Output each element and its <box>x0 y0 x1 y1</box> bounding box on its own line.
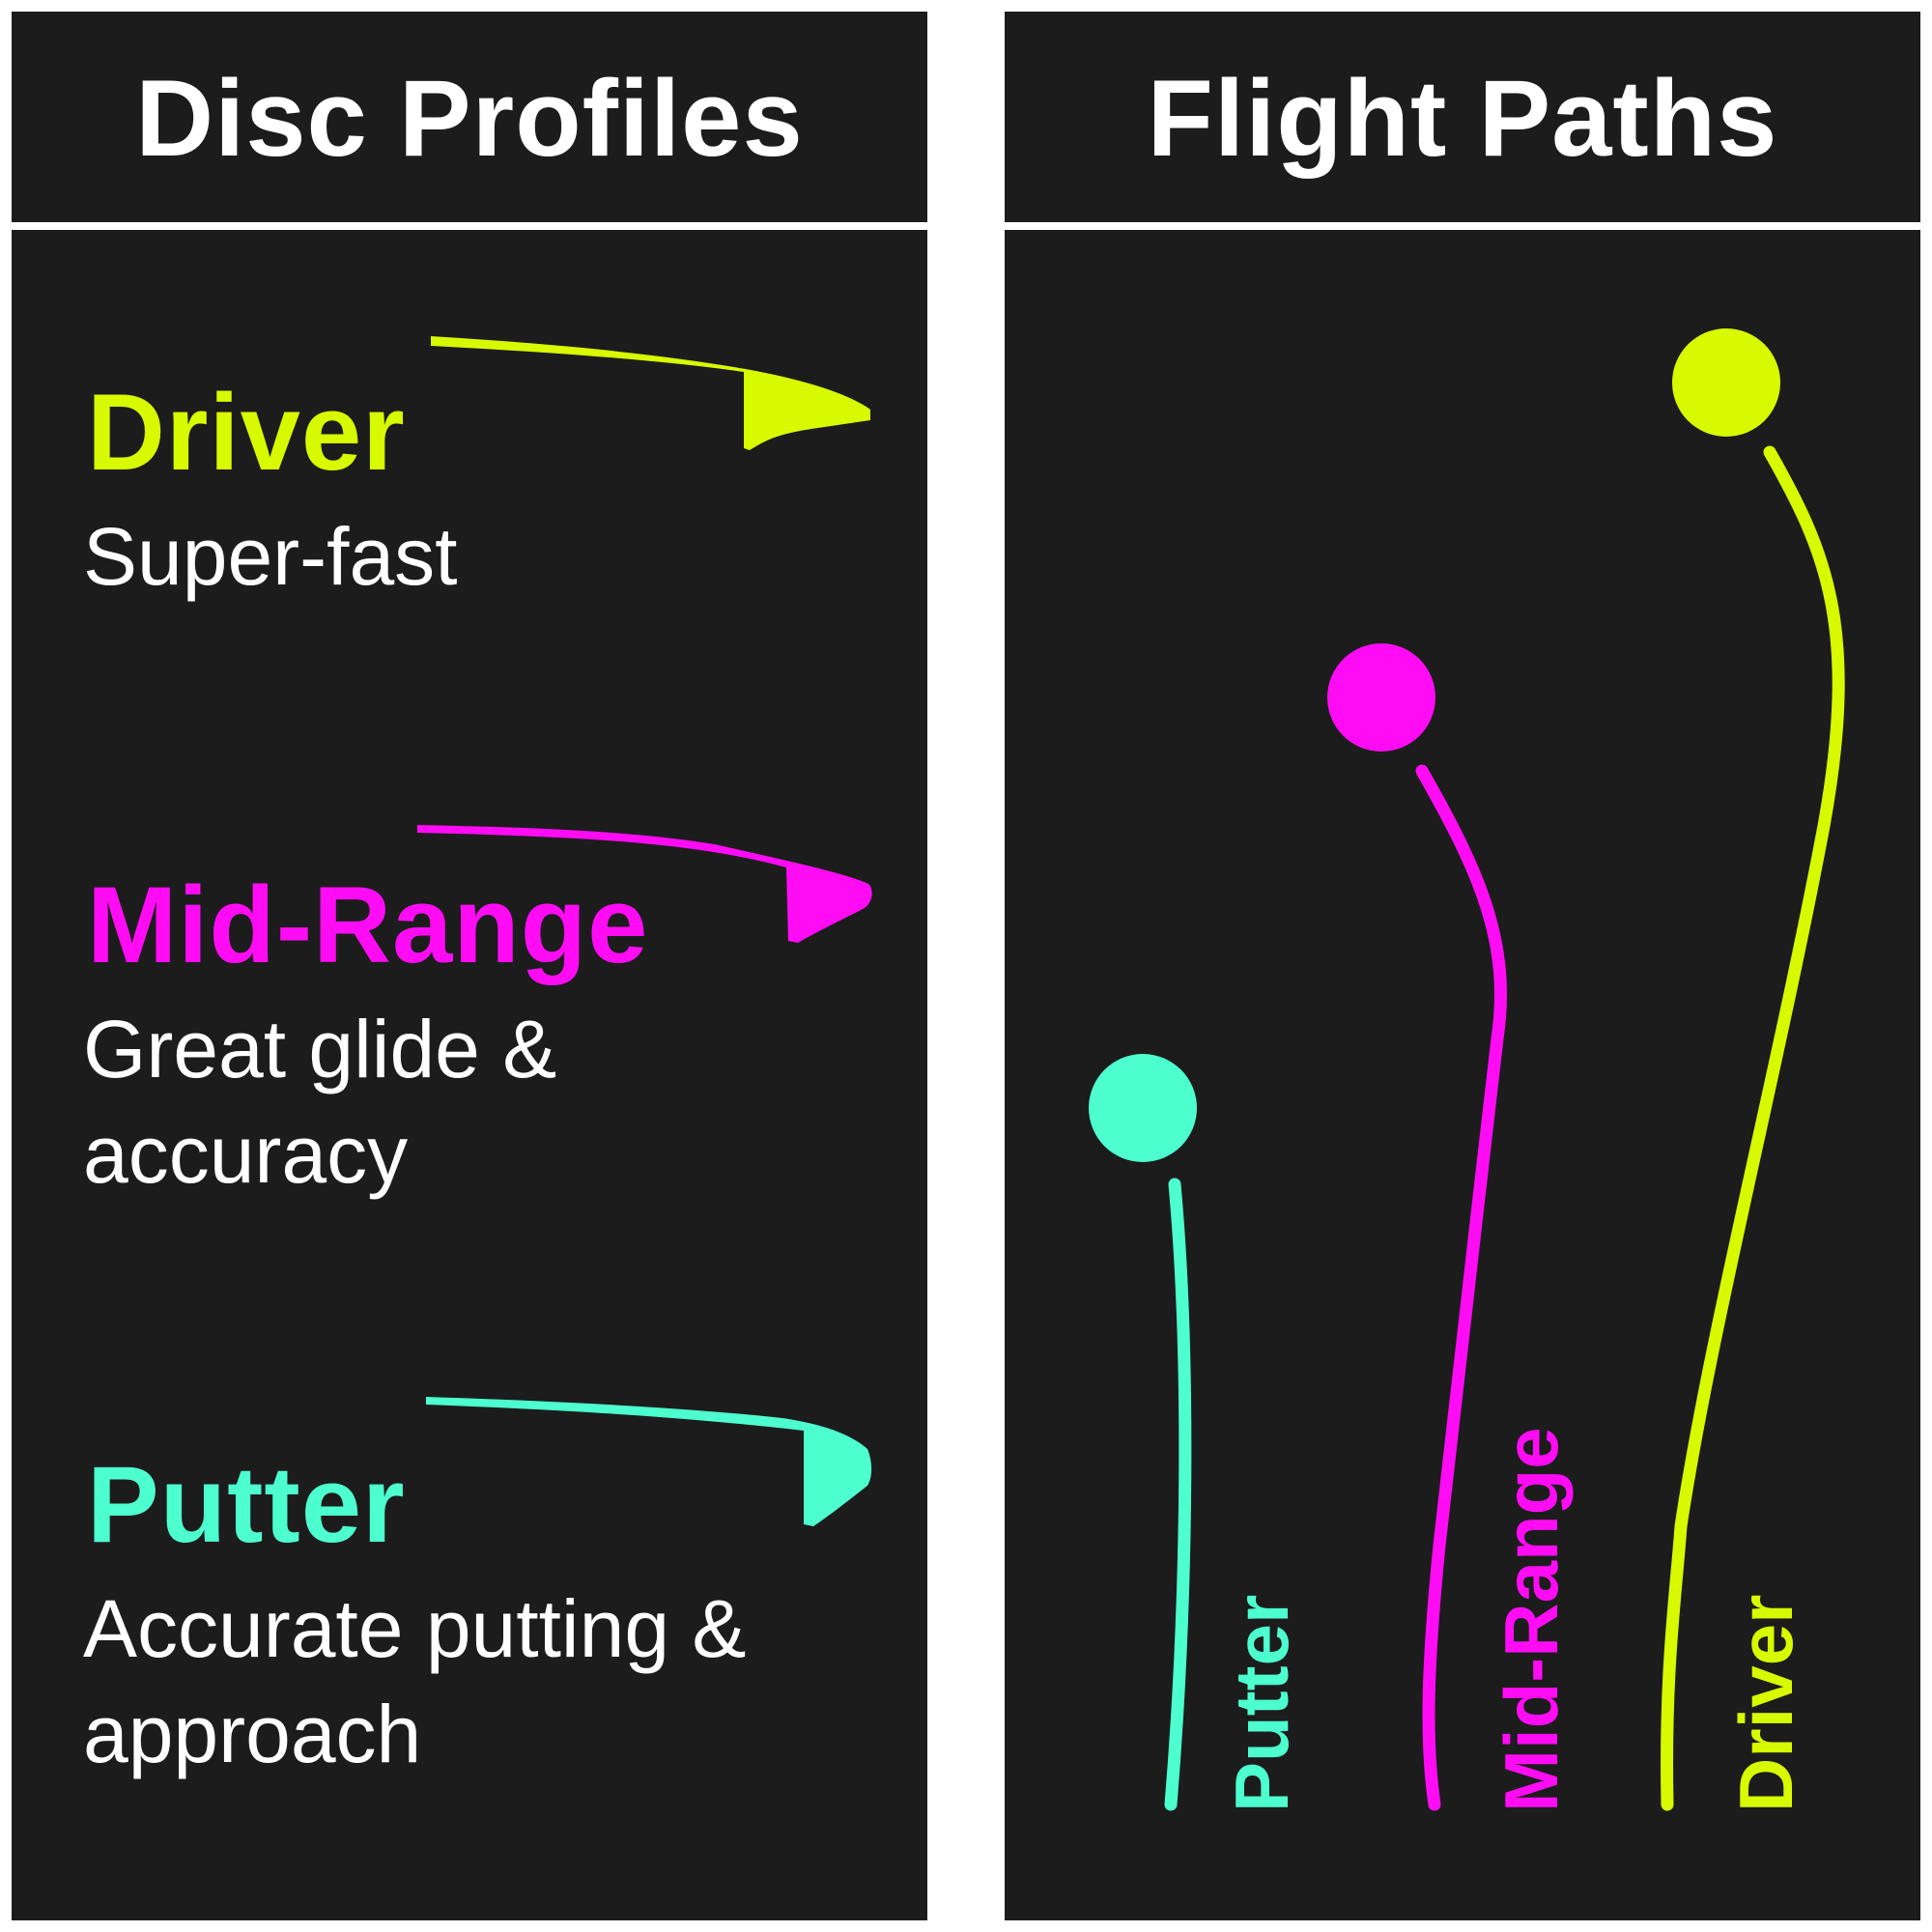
flight-paths-header-panel <box>1005 12 1920 222</box>
putter-flight-path <box>1164 1178 1192 1811</box>
midrange-start-dot <box>1327 643 1435 752</box>
midrange-disc-profile <box>417 825 872 943</box>
driver-disc-profile <box>431 336 870 450</box>
putter-path-label: Putter <box>1219 1595 1304 1812</box>
driver-description: Super-fast <box>83 511 458 602</box>
driver-path-label: Driver <box>1723 1595 1808 1812</box>
driver-name: Driver <box>87 372 406 493</box>
midrange-path-label: Mid-Range <box>1489 1427 1574 1812</box>
putter-name: Putter <box>87 1444 406 1565</box>
putter-start-dot <box>1089 1054 1197 1162</box>
driver-start-dot <box>1672 328 1780 437</box>
midrange-description: Great glide & accuracy <box>83 1004 557 1201</box>
flight-paths-title: Flight Paths <box>1147 58 1778 179</box>
disc-profiles-body-panel <box>12 230 927 1920</box>
putter-description: Accurate putting & approach <box>83 1583 747 1780</box>
midrange-name: Mid-Range <box>87 865 649 985</box>
midrange-flight-path <box>1415 764 1507 1811</box>
disc-profiles-header-panel <box>12 12 927 222</box>
putter-disc-profile <box>426 1397 872 1526</box>
disc-profiles-title: Disc Profiles <box>135 58 804 179</box>
driver-flight-path <box>1661 445 1845 1811</box>
